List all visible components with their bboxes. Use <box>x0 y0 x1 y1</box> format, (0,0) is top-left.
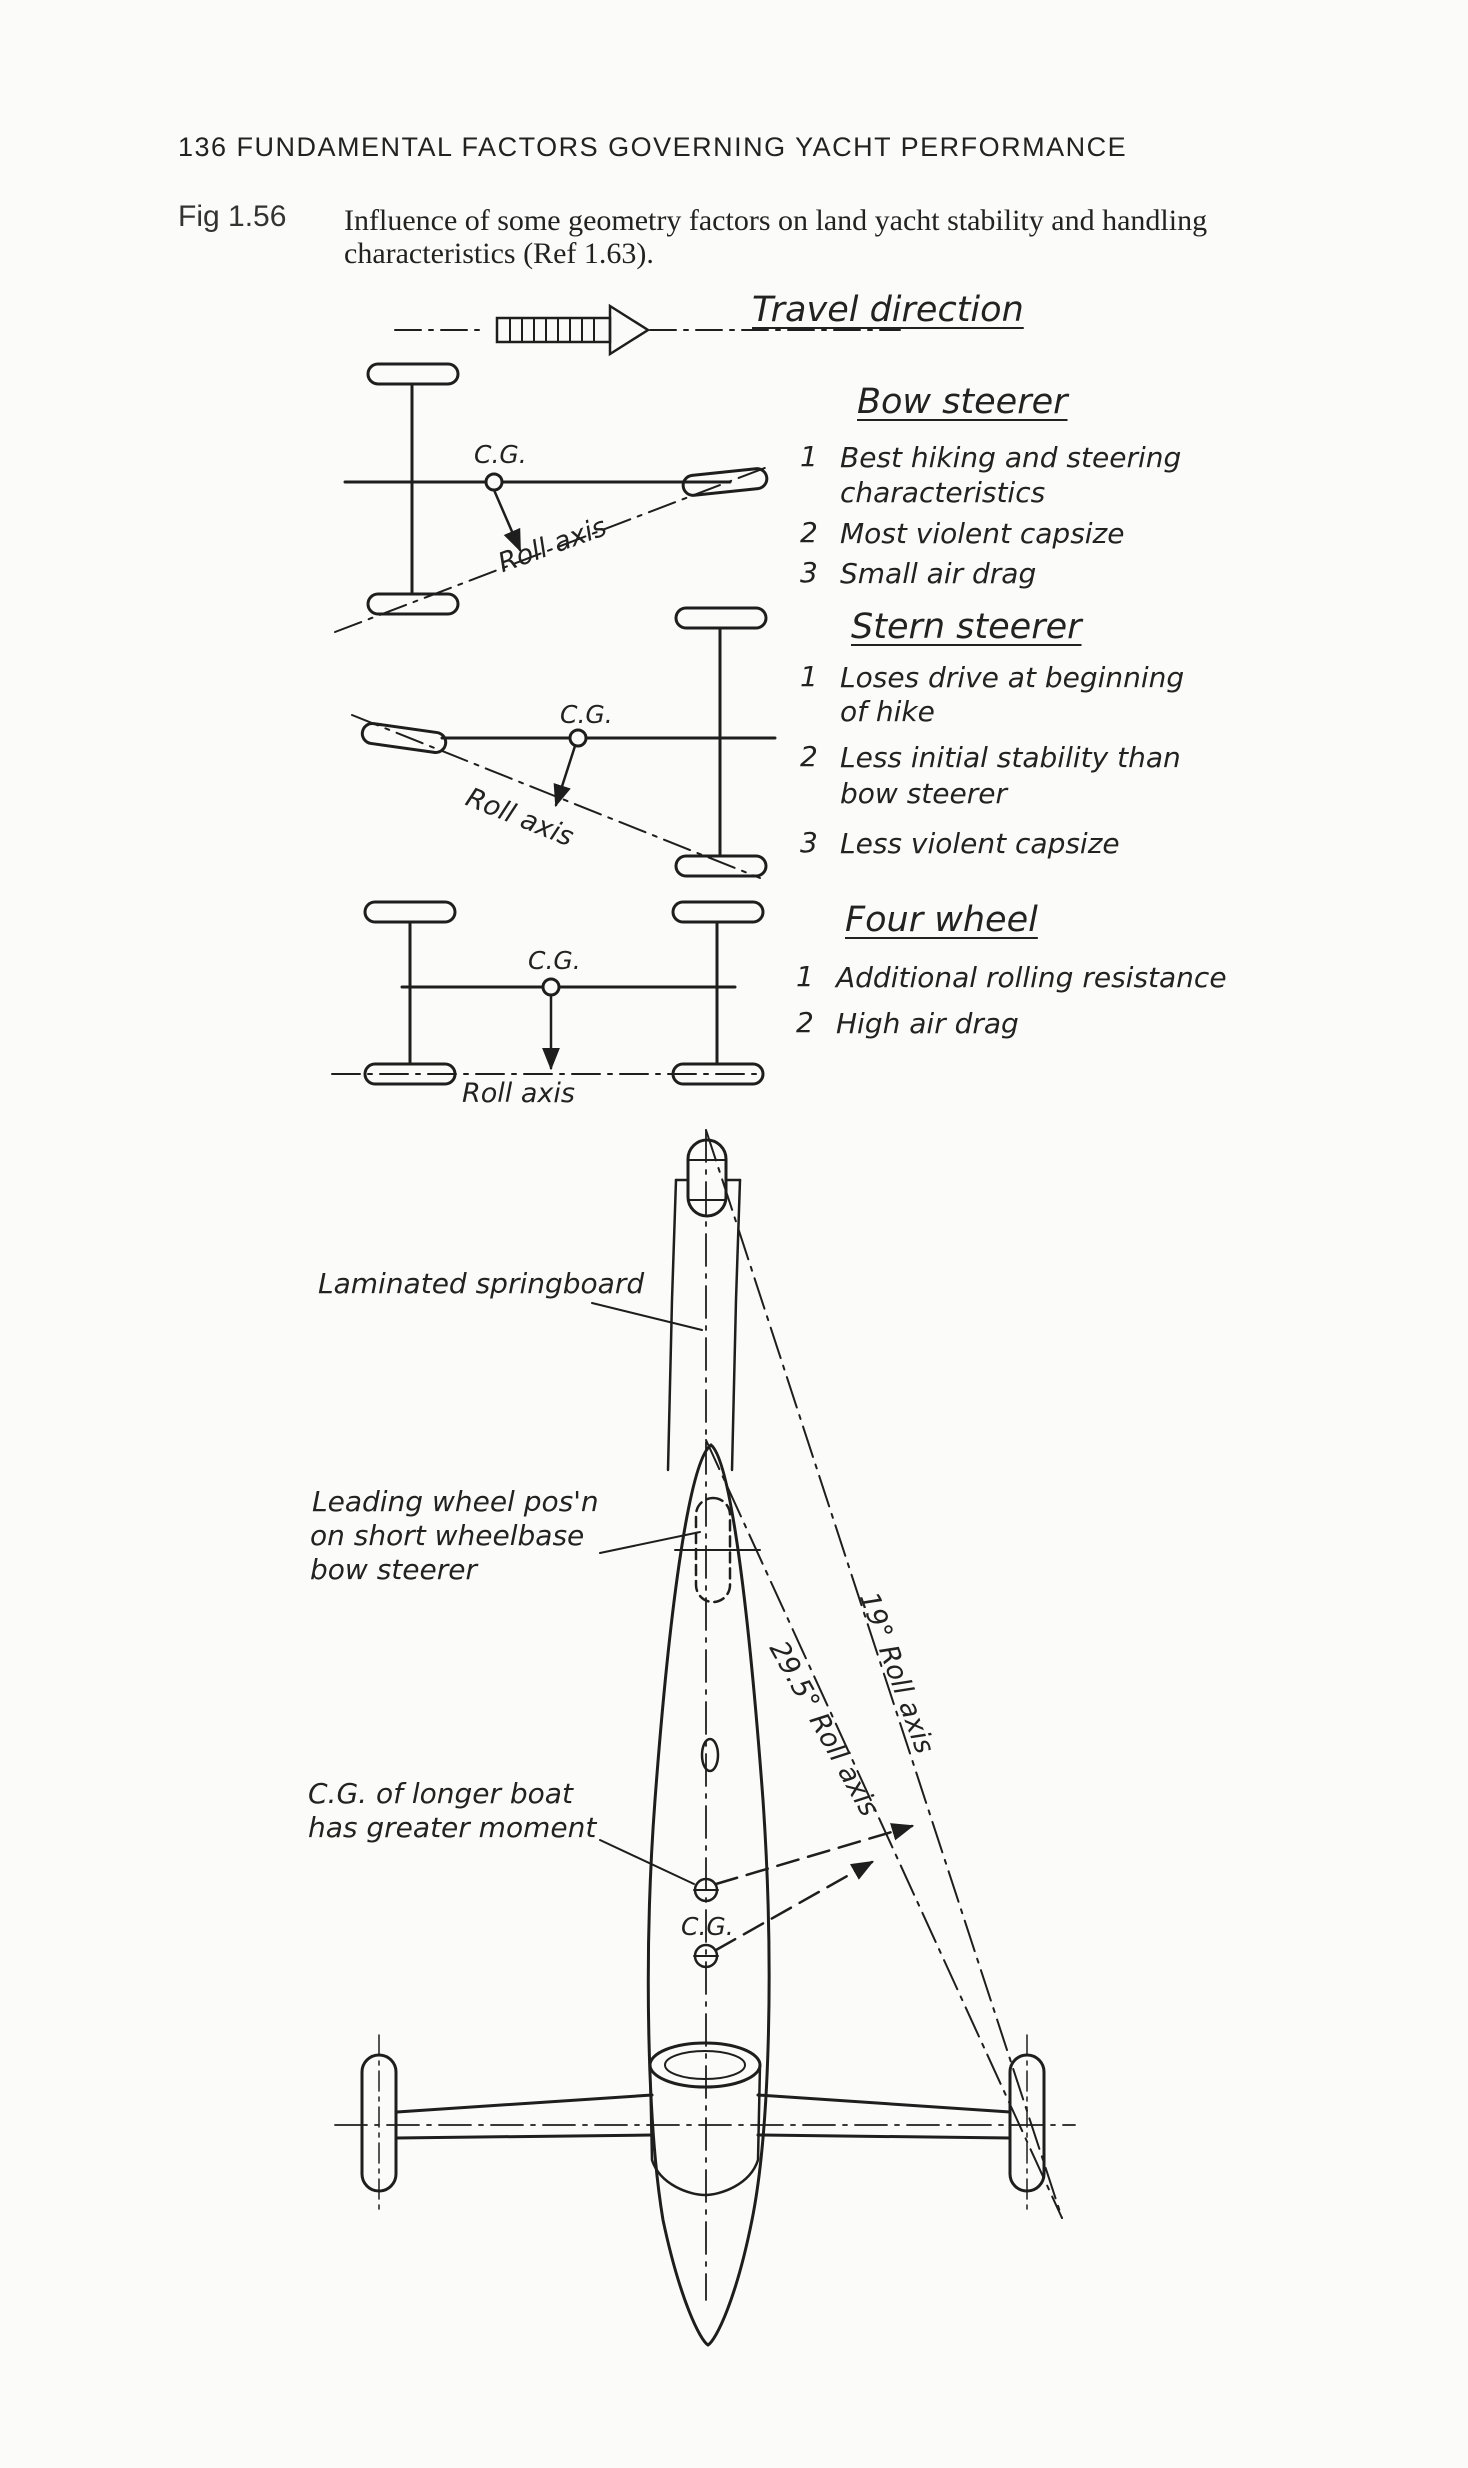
plan-cg-label: C.G. <box>681 1912 734 1941</box>
four-wheel-item-1: Additional rolling resistance <box>836 961 1227 994</box>
travel-direction-arrow <box>394 303 901 357</box>
stern-item-3: Less violent capsize <box>840 827 1120 860</box>
leading-wheel-label-line-1: Leading wheel pos'n <box>312 1485 599 1518</box>
land-yacht-plan-view <box>334 1129 1076 2347</box>
item-number: 2 <box>800 740 818 773</box>
bow-steerer-title: Bow steerer <box>857 382 1068 422</box>
item-number: 1 <box>796 960 814 993</box>
figure-label: Fig 1.56 <box>178 200 287 233</box>
stern-item-1-line-1: Loses drive at beginning <box>840 661 1185 694</box>
leading-wheel-label-line-2: on short wheelbase <box>310 1519 585 1552</box>
running-head: 136 FUNDAMENTAL FACTORS GOVERNING YACHT … <box>178 132 1128 162</box>
stern-item-2-line-2: bow steerer <box>840 777 1007 810</box>
item-number: 2 <box>800 516 818 549</box>
stern-steerer-title: Stern steerer <box>851 607 1082 647</box>
bow-steerer-schematic <box>334 362 771 633</box>
stern-item-2-line-1: Less initial stability than <box>840 741 1181 774</box>
bow-item-2: Most violent capsize <box>840 517 1125 550</box>
four-wheel-schematic <box>331 900 765 1086</box>
travel-direction-label: Travel direction <box>752 290 1024 330</box>
four-wheel-title: Four wheel <box>845 900 1038 940</box>
stern-steerer-schematic <box>351 606 777 879</box>
figure-caption: Influence of some geometry factors on la… <box>344 204 1208 270</box>
four-wheel-roll-axis-label: Roll axis <box>462 1078 575 1109</box>
stern-cg-label: C.G. <box>560 700 613 729</box>
cg-note-line-2: has greater moment <box>308 1811 597 1844</box>
bow-item-3: Small air drag <box>840 557 1037 590</box>
four-wheel-cg-label: C.G. <box>528 946 581 975</box>
four-wheel-item-2: High air drag <box>836 1007 1019 1040</box>
item-number: 3 <box>800 826 818 859</box>
stern-item-1-line-2: of hike <box>840 695 935 728</box>
item-number: 3 <box>800 556 818 589</box>
item-number: 1 <box>800 660 818 693</box>
item-number: 1 <box>800 440 818 473</box>
bow-item-1-line-2: characteristics <box>840 476 1046 509</box>
bow-cg-label: C.G. <box>474 440 527 469</box>
item-number: 2 <box>796 1006 814 1039</box>
springboard-label: Laminated springboard <box>318 1267 645 1300</box>
bow-item-1-line-1: Best hiking and steering <box>840 441 1182 474</box>
cg-note-line-1: C.G. of longer boat <box>308 1777 573 1810</box>
leading-wheel-label-line-3: bow steerer <box>310 1553 477 1586</box>
